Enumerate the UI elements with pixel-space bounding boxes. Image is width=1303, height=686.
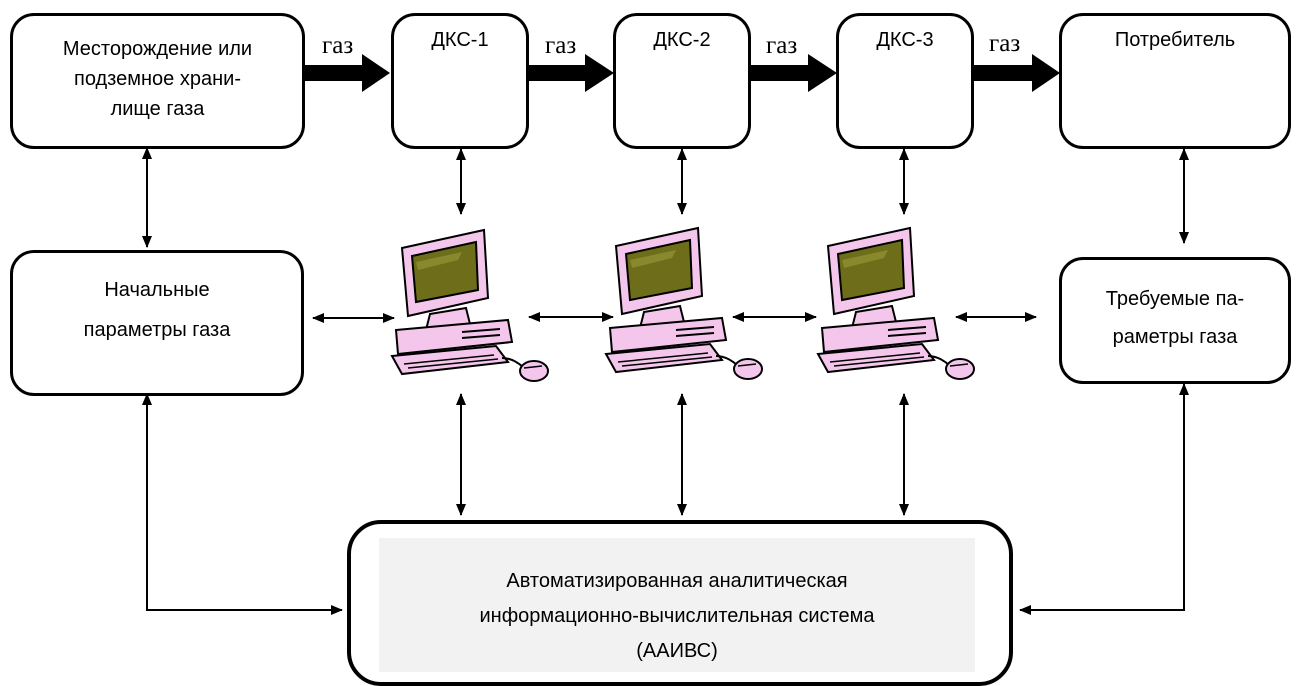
node-analytics-system: Автоматизированная аналитическая информа… [347,520,1013,686]
gas-arrow-1 [305,54,390,92]
node-consumer: Потребитель [1059,13,1291,149]
node-initial-params-line-1: Начальные [104,279,210,301]
node-required-params-line-1: Требуемые па- [1105,288,1245,310]
node-initial-params: Начальные параметры газа [10,250,304,396]
node-dks-1-label: ДКС-1 [431,29,489,51]
gas-arrow-3 [750,54,837,92]
system-line-1: Автоматизированная аналитическая [506,570,848,592]
gas-arrow-2 [528,54,614,92]
gas-label-4: газ [989,30,1021,57]
node-required-params-line-2: раметры газа [1112,326,1238,348]
node-initial-params-line-2: параметры газа [83,319,231,341]
node-gas-source: Месторождение или подземное храни- лище … [10,13,305,149]
node-dks-1: ДКС-1 [391,13,529,149]
node-gas-source-line-2: подземное храни- [74,68,241,90]
system-line-2: информационно-вычислительная система [479,605,875,627]
computer-icon [605,227,763,380]
node-dks-2-label: ДКС-2 [653,29,711,51]
node-dks-3-label: ДКС-3 [876,29,934,51]
computer-icon [817,227,975,380]
node-gas-source-line-1: Месторождение или [62,38,253,60]
computer-icon [391,229,549,382]
node-dks-3: ДКС-3 [836,13,974,149]
system-panel: Автоматизированная аналитическая информа… [379,538,975,672]
system-line-3: (ААИВС) [636,640,718,662]
node-required-params: Требуемые па- раметры газа [1059,257,1291,384]
gas-flow-arrows [305,54,1060,92]
gas-label-2: газ [545,32,577,59]
connectors [142,147,1189,615]
connector-required-system [1019,383,1189,615]
node-dks-2: ДКС-2 [613,13,751,149]
gas-label-1: газ [322,32,354,59]
node-gas-source-line-3: лище газа [110,98,205,120]
gas-arrow-4 [974,54,1060,92]
gas-label-3: газ [766,32,798,59]
connector-initial-system [142,393,343,615]
node-consumer-label: Потребитель [1114,29,1236,51]
